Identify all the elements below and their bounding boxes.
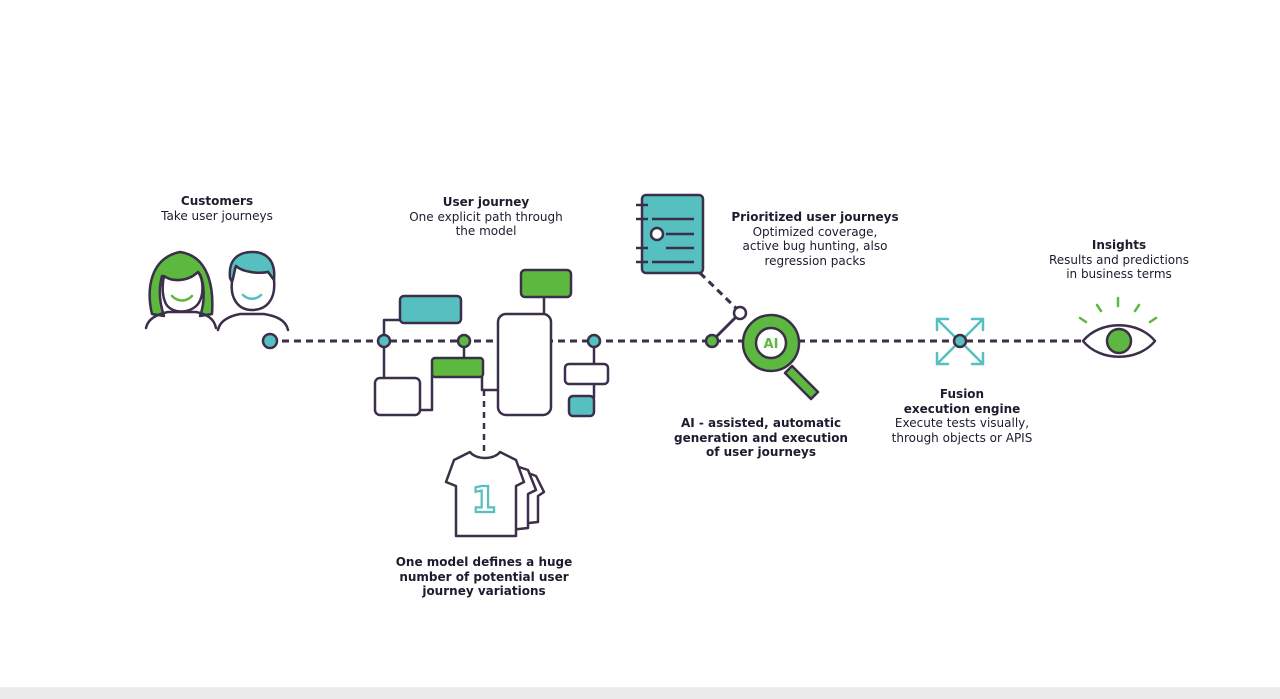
- customers-desc: Take user journeys: [161, 208, 273, 223]
- customers-node: [261, 332, 279, 350]
- prioritized-title: Prioritized user journeys: [731, 210, 899, 224]
- fusion-desc-2: through objects or APIS: [891, 430, 1033, 445]
- customers-label: Customers Take user journeys: [137, 194, 297, 223]
- flow-box-white-right: [563, 362, 610, 386]
- flow-box-green-top: [519, 268, 573, 299]
- ai-label: AI - assisted, automatic generation and …: [656, 416, 866, 460]
- flow-box-teal-top: [398, 294, 463, 325]
- prioritized-desc-1: Optimized coverage,: [752, 224, 878, 239]
- insights-label: Insights Results and predictions in busi…: [1030, 238, 1208, 282]
- prioritized-label: Prioritized user journeys Optimized cove…: [710, 210, 920, 268]
- user-journey-desc-1: One explicit path through: [409, 209, 563, 224]
- ai-magnifier-icon: [741, 313, 820, 401]
- user-journey-label: User journey One explicit path through t…: [386, 195, 586, 239]
- tshirt-number: 1: [471, 480, 496, 521]
- insights-desc-1: Results and predictions: [1049, 252, 1189, 267]
- ai-line-1: AI - assisted, automatic: [680, 416, 842, 430]
- user-journey-title: User journey: [442, 195, 530, 209]
- fusion-arrows-icon: [935, 317, 985, 366]
- fusion-label: Fusion execution engine Execute tests vi…: [872, 387, 1052, 445]
- fusion-title-2: execution engine: [903, 401, 1021, 416]
- flow-chart-icon: [373, 268, 610, 455]
- fusion-desc-1: Execute tests visually,: [894, 416, 1030, 430]
- document-link-node: [732, 305, 748, 321]
- model-line-2: number of potential user: [399, 569, 569, 584]
- document-icon: [636, 193, 705, 275]
- model-line-3: journey variations: [422, 584, 546, 598]
- flow-box-white-left: [373, 376, 422, 417]
- model-label: One model defines a huge number of poten…: [384, 555, 584, 599]
- ai-line-3: of user journeys: [705, 445, 817, 459]
- insights-title: Insights: [1091, 238, 1147, 252]
- customers-icon: [144, 250, 290, 332]
- ai-input-node: [704, 333, 720, 349]
- model-line-1: One model defines a huge: [395, 555, 573, 569]
- ai-line-2: generation and execution: [674, 430, 848, 445]
- insights-desc-2: in business terms: [1066, 267, 1172, 281]
- fusion-title-1: Fusion: [939, 387, 985, 401]
- flow-box-teal-small: [567, 394, 596, 418]
- prioritized-desc-2: active bug hunting, also: [742, 239, 888, 253]
- user-journey-desc-2: the model: [455, 224, 517, 238]
- flow-box-green-mid: [430, 356, 485, 379]
- prioritized-desc-3: regression packs: [764, 253, 866, 268]
- flow-node-3: [586, 333, 602, 349]
- fusion-node: [952, 333, 968, 349]
- eye-icon: [1078, 296, 1158, 358]
- ai-badge: AI: [764, 337, 779, 352]
- bottom-bar: [0, 687, 1280, 699]
- flow-node-2: [456, 333, 472, 349]
- flow-box-tall: [496, 312, 553, 417]
- customers-title: Customers: [180, 194, 254, 208]
- flow-node-1: [376, 333, 392, 349]
- tshirt-stack-icon: [444, 450, 546, 538]
